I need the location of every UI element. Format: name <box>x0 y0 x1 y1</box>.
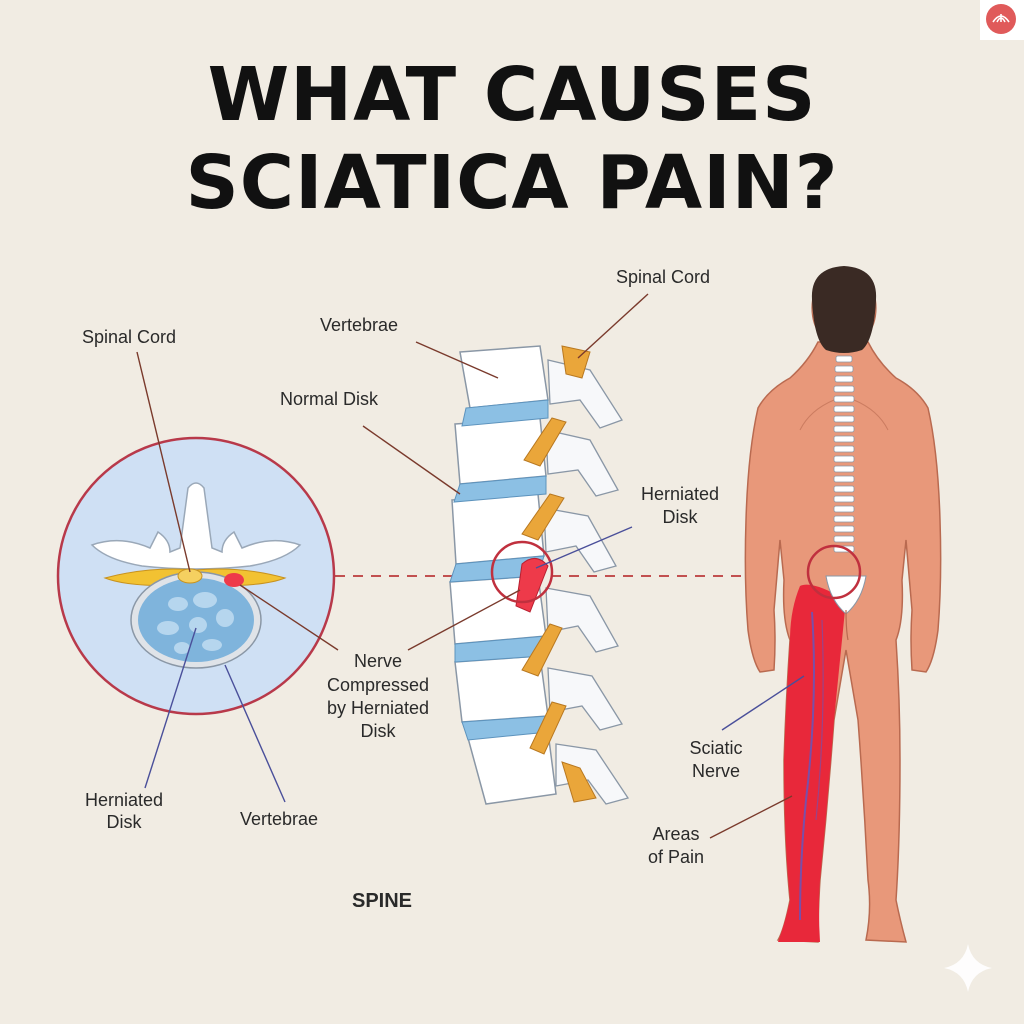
label-areas-of-pain-1: Areas <box>652 824 699 844</box>
label-herniated-disk-spine-2: Disk <box>663 507 699 527</box>
label-spinal-cord-spine: Spinal Cord <box>616 267 710 287</box>
spine-cross-section <box>56 436 336 716</box>
sparkle-icon <box>944 944 992 992</box>
leader-nerve-compressed-spine <box>407 589 521 651</box>
spine-column <box>449 345 630 805</box>
label-herniated-disk-left-2: Disk <box>107 812 143 832</box>
label-nerve-compressed-3: by Herniated <box>327 698 429 718</box>
leader-spinal-cord-spine <box>577 293 649 359</box>
label-spinal-cord-left: Spinal Cord <box>82 327 176 347</box>
leader-sciatic-nerve <box>721 675 805 731</box>
leader-herniated-disk-spine <box>535 526 633 569</box>
label-sciatic-nerve-2: Nerve <box>692 761 740 781</box>
title-line-1: WHAT CAUSES <box>207 52 817 138</box>
label-nerve-compressed-4: Disk <box>361 721 397 741</box>
human-body-back-view <box>744 266 942 943</box>
label-sciatic-nerve-1: Sciatic <box>689 738 742 758</box>
leader-herniated-disk-left <box>144 627 197 789</box>
label-herniated-disk-spine-1: Herniated <box>641 484 719 504</box>
caption-spine: SPINE <box>352 890 412 912</box>
label-nerve-compressed-1: Nerve <box>354 651 402 671</box>
leader-normal-disk <box>362 425 461 495</box>
title-line-2: SCIATICA PAIN? <box>185 140 839 226</box>
leader-vertebrae-left <box>224 664 286 803</box>
label-vertebrae-left: Vertebrae <box>240 809 318 829</box>
leader-nerve-compressed-section <box>239 584 339 651</box>
leader-areas-of-pain <box>709 795 793 839</box>
label-normal-disk: Normal Disk <box>280 389 379 409</box>
lotus-logo-icon <box>980 0 1024 40</box>
leader-spinal-cord-left <box>136 351 191 573</box>
label-herniated-disk-left-1: Herniated <box>85 790 163 810</box>
label-vertebrae-spine: Vertebrae <box>320 315 398 335</box>
leader-vertebrae-spine <box>415 341 499 379</box>
label-nerve-compressed-2: Compressed <box>327 675 429 695</box>
label-areas-of-pain-2: of Pain <box>648 847 704 867</box>
